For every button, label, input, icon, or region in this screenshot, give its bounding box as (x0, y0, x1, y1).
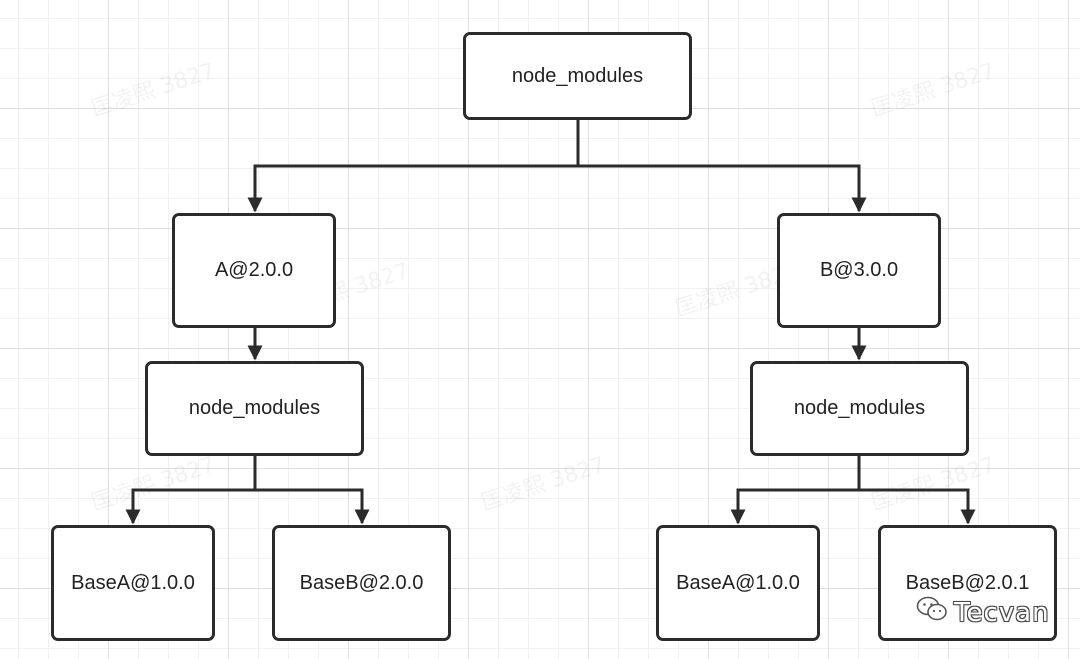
node-label: A@2.0.0 (214, 259, 294, 281)
node-label: BaseB@2.0.0 (299, 571, 424, 594)
brand-watermark: Tecvan (916, 596, 1050, 629)
edge-a-modules-baseb (255, 488, 370, 525)
edge-root-a (247, 118, 580, 213)
node-label: BaseA@1.0.0 (676, 571, 800, 594)
brand-name: Tecvan (954, 597, 1050, 628)
node-a-base-b: BaseB@2.0.0 (272, 525, 451, 641)
edge-b-modules-baseb (859, 488, 976, 525)
node-a-node-modules: node_modules (145, 361, 364, 456)
node-label: node_modules (793, 397, 926, 419)
node-root-modules: node_modules (463, 32, 692, 120)
node-b-node-modules: node_modules (750, 361, 969, 456)
wechat-icon (916, 596, 948, 629)
node-package-a: A@2.0.0 (172, 213, 336, 328)
edge-root-b (578, 164, 867, 213)
edge-a-modules-basea (125, 455, 257, 525)
node-b-base-b: BaseB@2.0.1 (878, 525, 1057, 641)
node-b-base-a: BaseA@1.0.0 (656, 525, 820, 641)
node-a-base-a: BaseA@1.0.0 (51, 525, 215, 641)
node-label: BaseB@2.0.1 (905, 572, 1030, 594)
node-label: B@3.0.0 (819, 259, 899, 281)
node-package-b: B@3.0.0 (777, 213, 941, 328)
node-label: BaseA@1.0.0 (71, 571, 195, 594)
node-label: node_modules (188, 397, 321, 419)
edge-b-modules-basea (730, 455, 861, 525)
node-label: node_modules (511, 64, 644, 87)
